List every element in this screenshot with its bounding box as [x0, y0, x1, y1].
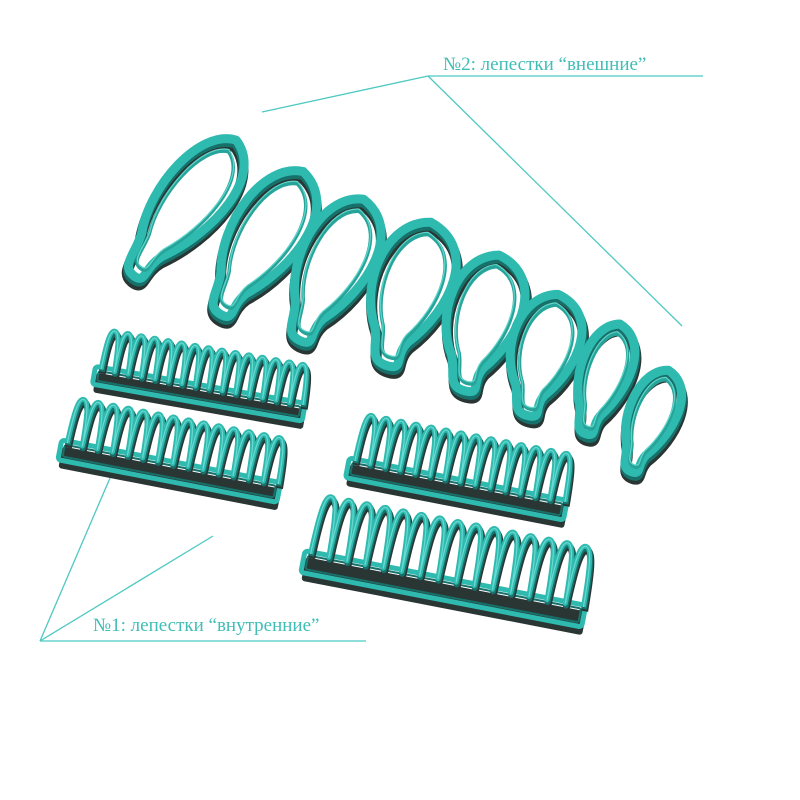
leader-line-inner-up [39, 477, 111, 642]
petal-cutter [620, 365, 688, 485]
leader-line-outer-left [261, 75, 429, 113]
leader-line-inner-diag [39, 535, 214, 642]
petal-strip-cutter [343, 412, 575, 528]
inner-petal-strips [55, 328, 595, 635]
leader-lines-inner [39, 477, 366, 642]
petal-strip-cutter [90, 328, 312, 429]
leader-line-outer-right [427, 75, 683, 327]
petal-cutter [573, 319, 642, 447]
outer-petal-cutters [121, 134, 688, 485]
label-outer-petals: №2: лепестки “внешние” [443, 54, 646, 75]
petal-strip-cutter [55, 396, 288, 510]
label-inner-petals: №1: лепестки “внутренние” [93, 615, 319, 636]
petal-strip-cutter [298, 494, 595, 635]
leader-lines-outer [261, 75, 703, 327]
petal-cutter [121, 134, 249, 291]
